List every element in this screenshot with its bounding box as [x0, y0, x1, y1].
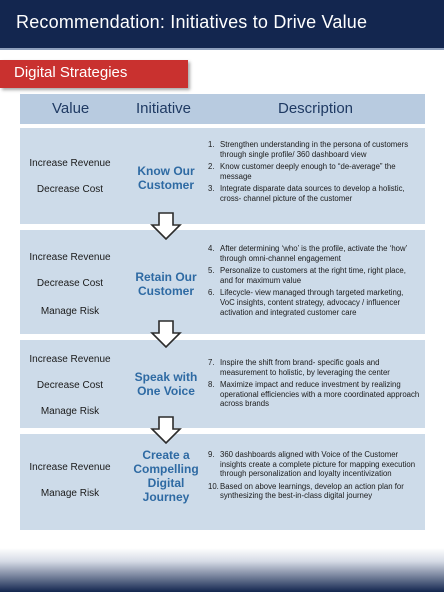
description-list: 1.Strengthen understanding in the person…: [208, 140, 420, 207]
down-arrow-icon: [150, 320, 182, 348]
table-row: Increase Revenue Decrease Cost Know Our …: [20, 128, 425, 224]
list-item: 10.Based on above learnings, develop an …: [208, 481, 404, 501]
value-label: Increase Revenue: [29, 158, 111, 169]
value-label: Increase Revenue: [29, 354, 111, 365]
list-item: 2.Know customer deeply enough to “de-ave…: [208, 162, 396, 181]
initiative-label: Create a Compelling Digital Journey: [133, 448, 199, 504]
section-label: Digital Strategies: [14, 64, 128, 81]
column-header-value: Value: [52, 100, 90, 117]
value-label: Manage Risk: [40, 406, 100, 417]
page-title: Recommendation: Initiatives to Drive Val…: [16, 12, 368, 32]
value-label: Decrease Cost: [36, 184, 104, 195]
down-arrow-icon: [150, 212, 182, 240]
list-item: 1.Strengthen understanding in the person…: [208, 140, 409, 159]
footer-bar: [0, 548, 444, 592]
value-label: Increase Revenue: [29, 462, 111, 473]
value-label: Manage Risk: [40, 488, 100, 499]
value-label: Increase Revenue: [29, 252, 111, 263]
list-item: 9.360 dashboards aligned with Voice of t…: [208, 450, 416, 479]
value-label: Manage Risk: [40, 306, 100, 317]
list-item: 4.After determining ‘who’ is the profile…: [208, 244, 408, 263]
list-item: 8.Maximize impact and reduce investment …: [208, 380, 420, 409]
table-row: Increase Revenue Decrease Cost Manage Ri…: [20, 340, 425, 428]
column-header-initiative: Initiative: [136, 100, 192, 117]
description-list: 9.360 dashboards aligned with Voice of t…: [208, 450, 420, 504]
description-list: 4.After determining ‘who’ is the profile…: [208, 244, 420, 320]
initiative-label: Speak with One Voice: [134, 370, 198, 398]
value-label: Decrease Cost: [36, 278, 104, 289]
value-label: Decrease Cost: [36, 380, 104, 391]
table-row: Increase Revenue Manage Risk Create a Co…: [20, 434, 425, 530]
header-bar: Recommendation: Initiatives to Drive Val…: [0, 0, 444, 50]
list-item: 6.Lifecycle- view managed through target…: [208, 288, 404, 317]
table-header: Value Initiative Description: [20, 94, 425, 124]
column-header-description: Description: [278, 100, 354, 117]
list-item: 7.Inspire the shift from brand- specific…: [208, 358, 390, 377]
list-item: 3.Integrate disparate data sources to de…: [208, 184, 405, 203]
initiative-label: Know Our Customer: [137, 164, 195, 192]
down-arrow-icon: [150, 416, 182, 444]
list-item: 5.Personalize to customers at the right …: [208, 266, 406, 285]
section-tab: Digital Strategies: [0, 60, 188, 88]
initiative-label: Retain Our Customer: [135, 270, 197, 298]
table-row: Increase Revenue Decrease Cost Manage Ri…: [20, 230, 425, 334]
description-list: 7.Inspire the shift from brand- specific…: [208, 358, 420, 412]
